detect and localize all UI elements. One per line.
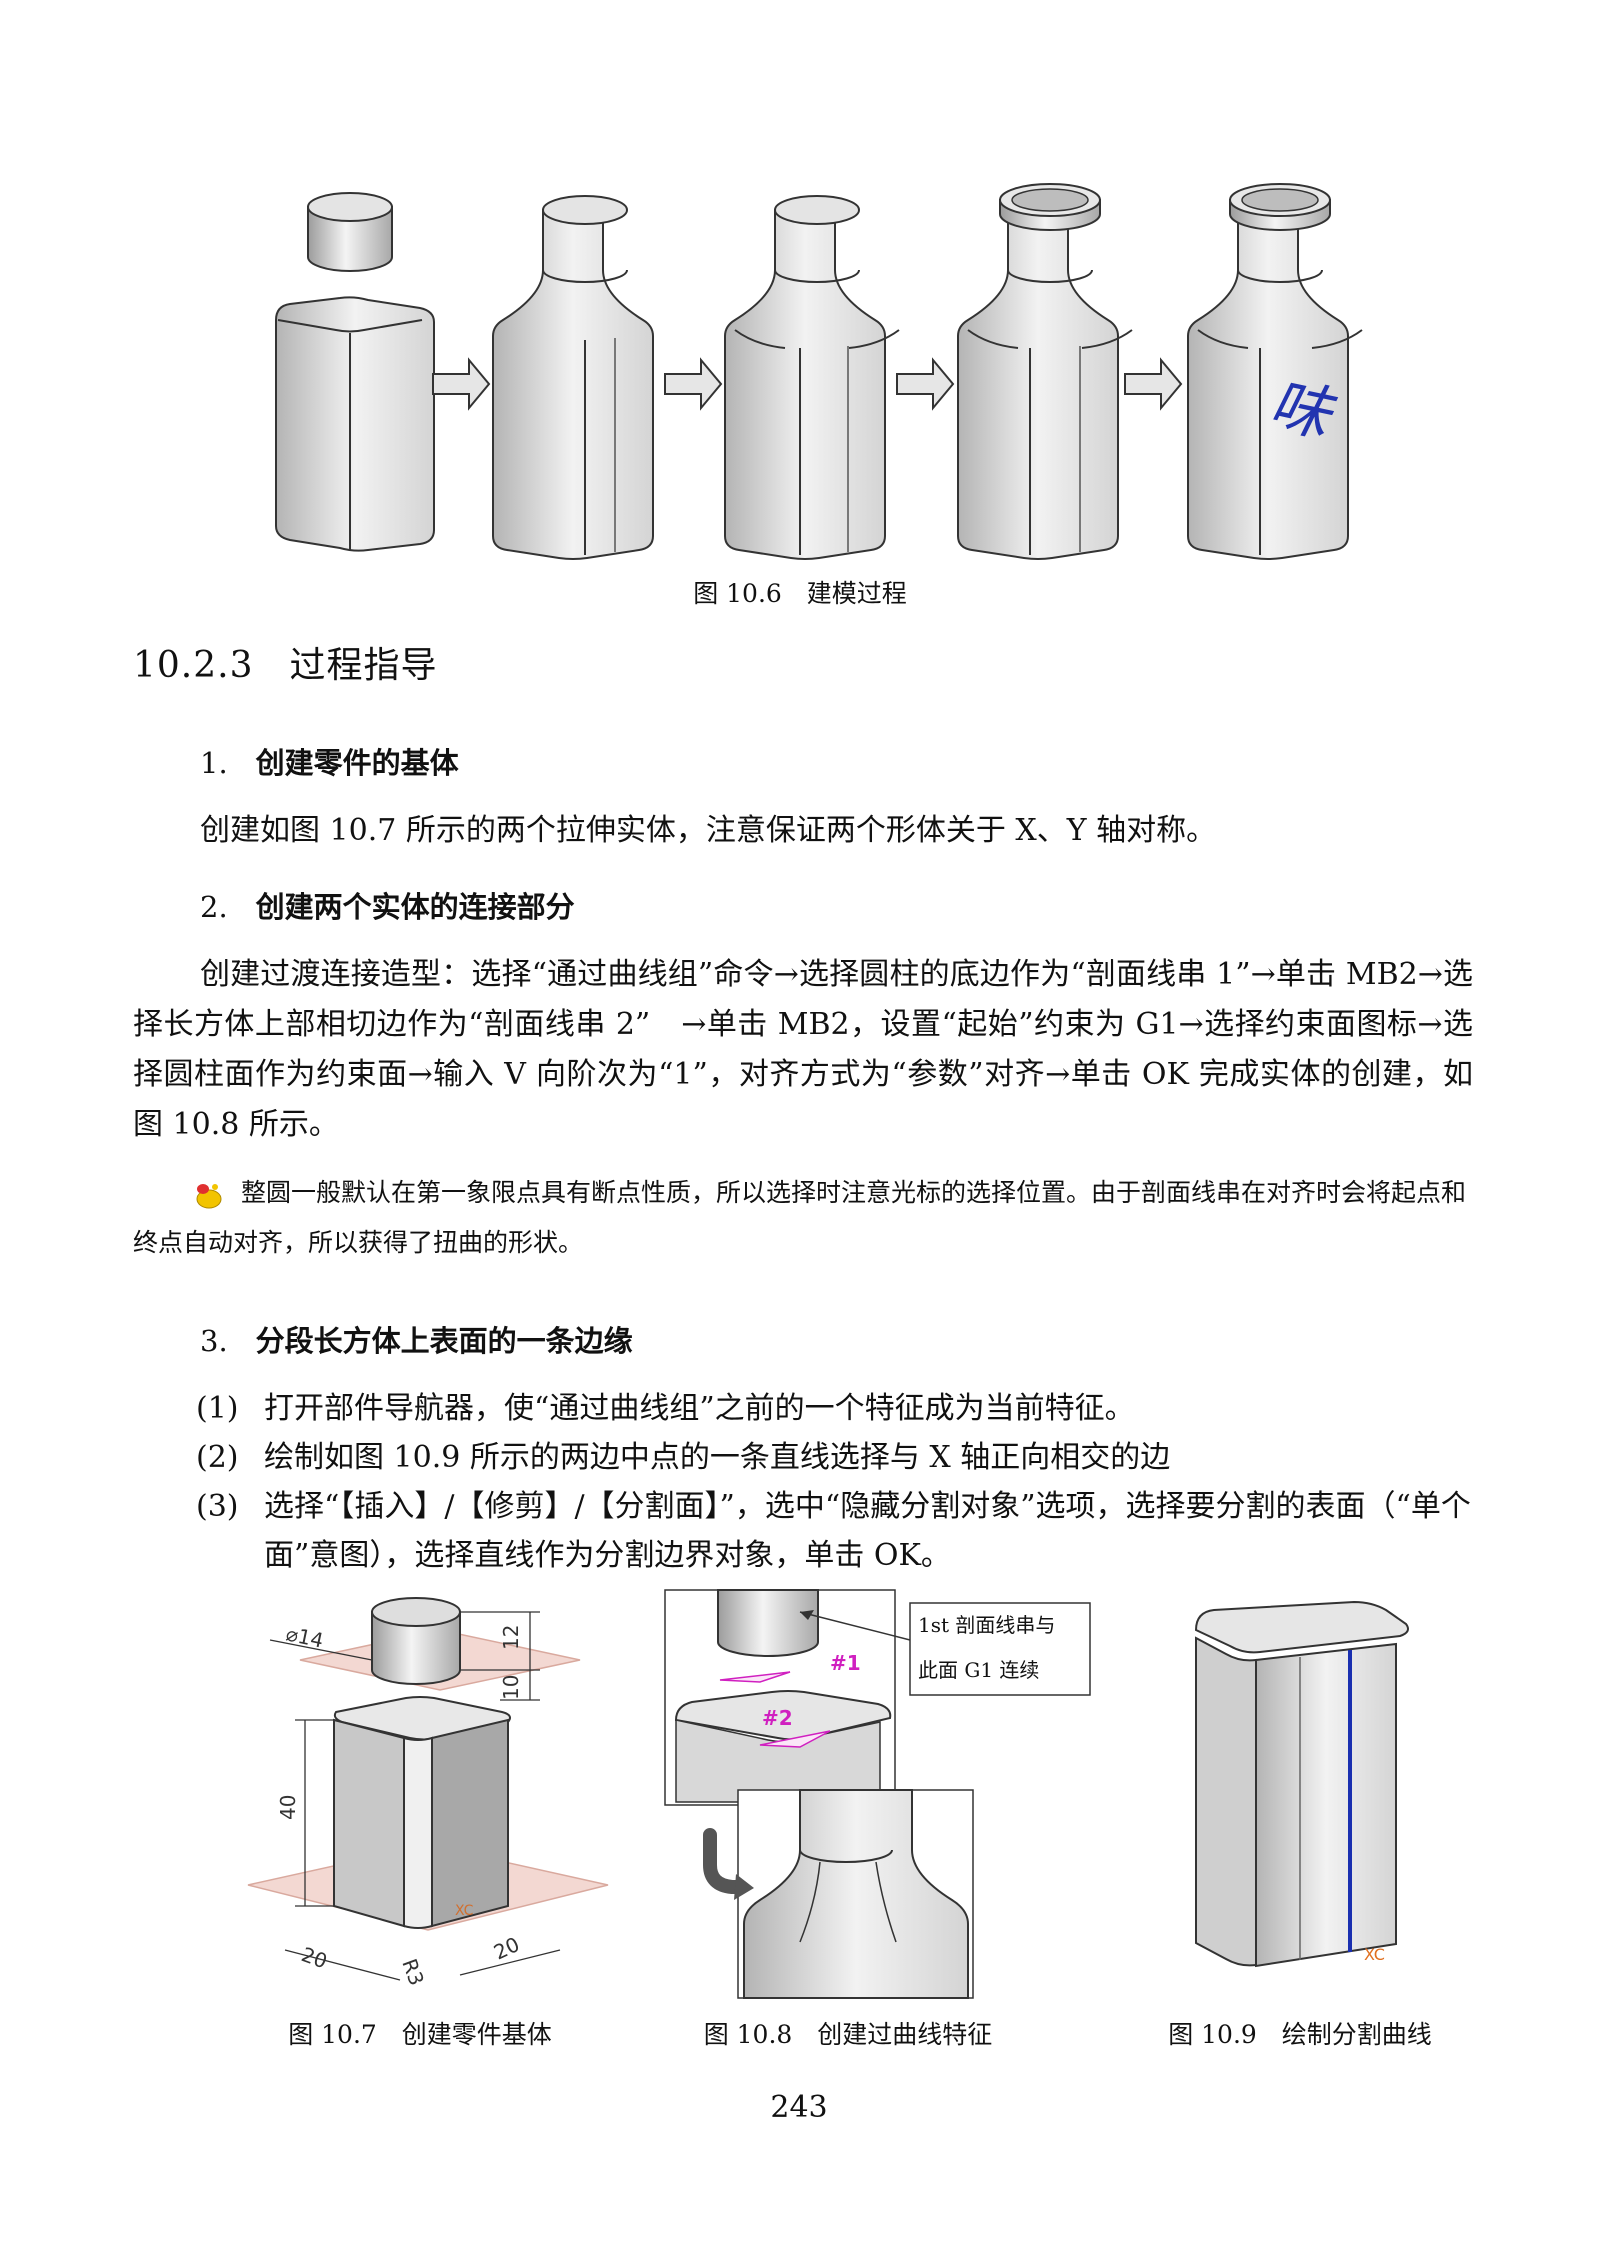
item-2-title: 创建两个实体的连接部分 — [255, 890, 575, 924]
dim-width-b: 20 — [490, 1932, 523, 1965]
item-2-body: 创建过渡连接造型：选择“通过曲线组”命令→选择圆柱的底边作为“剖面线串 1”→单… — [133, 957, 1473, 1142]
figure-10-6-illustration: 味 — [275, 183, 1363, 560]
item-3-title: 分段长方体上表面的一条边缘 — [255, 1324, 633, 1358]
tip-note: 整圆一般默认在第一象限点具有断点性质，所以选择时注意光标的选择位置。由于剖面线串… — [133, 1168, 1478, 1268]
step-3-text: 选择“【插入】/【修剪】/【分割面】”，选中“隐藏分割对象”选项，选择要分割的表… — [264, 1489, 1471, 1573]
item-1-number: 1. — [200, 746, 228, 780]
page-number: 243 — [770, 2090, 828, 2125]
figure-10-6-caption: 图 10.6 建模过程 — [693, 579, 907, 608]
dim-gap: 10 — [499, 1675, 523, 1700]
step-3: (3) 选择“【插入】/【修剪】/【分割面】”，选中“隐藏分割对象”选项，选择要分… — [196, 1482, 1478, 1580]
arrow-1 — [432, 357, 491, 411]
section-number: 10.2.3 — [133, 645, 254, 686]
arrow-4 — [1124, 357, 1183, 411]
item-1-heading: 1. 创建零件的基体 — [200, 740, 459, 782]
stage-3-filleted — [724, 195, 900, 560]
dim-width-a: 20 — [298, 1942, 330, 1973]
figure-10-8-caption: 图 10.8 创建过曲线特征 — [703, 2020, 993, 2049]
dim-height-box: 40 — [276, 1795, 300, 1820]
stage-2-joined — [492, 195, 654, 560]
arrow-3 — [896, 357, 955, 411]
dim-height-top: 12 — [499, 1625, 523, 1650]
marker-1: #1 — [830, 1651, 861, 1675]
item-2-heading: 2. 创建两个实体的连接部分 — [200, 884, 575, 926]
axis-label-xc-2: XC — [1364, 1945, 1385, 1964]
marker-2: #2 — [762, 1706, 793, 1730]
step-1-number: (1) — [196, 1391, 239, 1426]
step-2-text: 绘制如图 10.9 所示的两边中点的一条直线选择与 X 轴正向相交的边 — [264, 1440, 1171, 1475]
item-1-title: 创建零件的基体 — [255, 746, 459, 780]
item-3-heading: 3. 分段长方体上表面的一条边缘 — [200, 1318, 633, 1360]
stage-5-final: 味 — [1187, 183, 1363, 560]
item-3-number: 3. — [200, 1324, 228, 1358]
item-2-number: 2. — [200, 890, 228, 924]
figure-10-7-caption: 图 10.7 创建零件基体 — [288, 2020, 552, 2049]
tip-text: 整圆一般默认在第一象限点具有断点性质，所以选择时注意光标的选择位置。由于剖面线串… — [133, 1178, 1467, 1257]
step-1: (1) 打开部件导航器，使“通过曲线组”之前的一个特征成为当前特征。 — [196, 1384, 1478, 1433]
callout-line-2: 此面 G1 连续 — [918, 1658, 1039, 1682]
step-1-text: 打开部件导航器，使“通过曲线组”之前的一个特征成为当前特征。 — [264, 1391, 1135, 1426]
step-2-number: (2) — [196, 1440, 239, 1475]
section-heading: 10.2.3 过程指导 — [133, 636, 438, 688]
section-title: 过程指导 — [289, 645, 438, 686]
dim-diameter: ⌀14 — [284, 1621, 326, 1652]
axis-label-xc: XC — [455, 1903, 474, 1919]
figure-10-9-caption: 图 10.9 绘制分割曲线 — [1168, 2020, 1432, 2049]
tip-icon — [196, 1183, 222, 1208]
stage-4-shelled — [957, 183, 1133, 560]
dim-radius: R3 — [397, 1956, 429, 1989]
item-1-body: 创建如图 10.7 所示的两个拉伸实体，注意保证两个形体关于 X、Y 轴对称。 — [200, 813, 1217, 848]
stage-1-parts — [275, 192, 435, 552]
step-2: (2) 绘制如图 10.9 所示的两边中点的一条直线选择与 X 轴正向相交的边 — [196, 1433, 1478, 1482]
step-list: (1) 打开部件导航器，使“通过曲线组”之前的一个特征成为当前特征。 (2) 绘制如… — [196, 1384, 1478, 1580]
arrow-2 — [664, 357, 723, 411]
callout-line-1: 1st 剖面线串与 — [918, 1613, 1055, 1637]
step-3-number: (3) — [196, 1489, 239, 1524]
